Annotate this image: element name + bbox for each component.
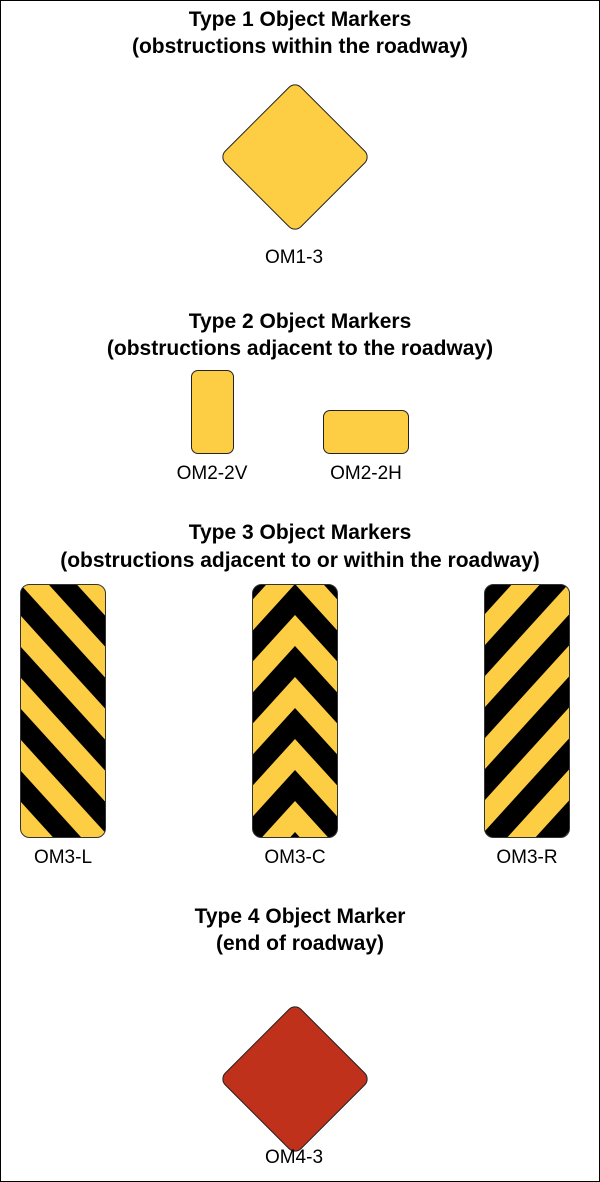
om1-3-diamond-sign (218, 80, 372, 234)
om4-3-label: OM4-3 (264, 1147, 324, 1168)
type3-subtitle: (obstructions adjacent to or within the … (60, 549, 540, 572)
black-stripe (252, 584, 338, 663)
type4-title: Type 4 Object Marker (194, 905, 406, 928)
black-stripe (484, 737, 570, 838)
black-stripe (484, 613, 570, 739)
om2-2h-sign (323, 410, 409, 454)
om3-l-label: OM3-L (33, 847, 93, 868)
om2-2h-label: OM2-2H (330, 463, 402, 484)
om2-2v-sign (191, 370, 234, 454)
type1-title: Type 1 Object Markers (188, 8, 412, 31)
black-stripe (484, 799, 570, 838)
black-stripe (20, 770, 106, 838)
om4-3-red-diamond-sign (218, 1002, 372, 1156)
type1-subtitle: (obstructions within the roadway) (131, 35, 468, 58)
type2-title: Type 2 Object Markers (188, 310, 412, 333)
type3-title: Type 3 Object Markers (188, 521, 412, 544)
type2-subtitle: (obstructions adjacent to the roadway) (106, 337, 494, 360)
black-stripe (252, 646, 338, 725)
om3-r-striped-sign (484, 584, 570, 838)
black-stripe (20, 584, 106, 710)
type4-subtitle: (end of roadway) (215, 932, 384, 955)
om3-r-label: OM3-R (496, 847, 558, 868)
om1-3-label: OM1-3 (264, 247, 324, 268)
om3-c-label: OM3-C (264, 847, 326, 868)
black-stripe (484, 675, 570, 801)
om3-c-chevron-sign (252, 584, 338, 838)
black-stripe (252, 708, 338, 787)
black-stripe (484, 584, 570, 677)
om3-l-striped-sign (20, 584, 106, 838)
black-stripe (252, 770, 338, 838)
black-stripe (20, 646, 106, 772)
black-stripe (20, 708, 106, 834)
om2-2v-label: OM2-2V (176, 463, 248, 484)
